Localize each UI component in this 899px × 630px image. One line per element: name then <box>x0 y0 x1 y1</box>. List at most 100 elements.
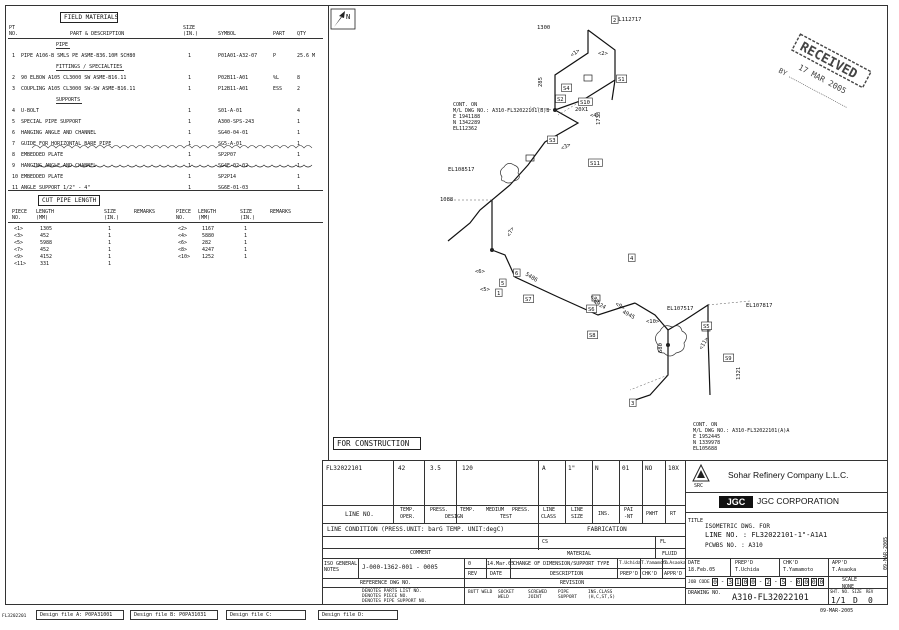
pipe-route <box>447 29 711 401</box>
job-code-cell: - <box>758 578 763 585</box>
cut-length: 5880 <box>202 233 215 239</box>
materials-header-rule <box>8 38 323 39</box>
received-stamp: RECEIVED 17 MAR 2005 BY <box>777 33 873 109</box>
material-description: EMBEDDED PLATE <box>21 152 64 158</box>
tb-rule <box>322 548 685 549</box>
material-size: 1 <box>188 174 192 180</box>
cut-col-length-2: LENGTH (MM) <box>198 209 217 221</box>
cut-pipe-heading-box <box>38 195 100 206</box>
scale-label: SCALE <box>842 577 858 583</box>
tb-h-press2: PRESS. <box>512 507 531 513</box>
cut-length: 4247 <box>202 247 215 253</box>
stamp-by: BY <box>777 67 789 78</box>
tb-h-medium: MEDIUM <box>486 507 505 513</box>
tb-v2: 3.5 <box>430 465 441 472</box>
material-pt-no: 10 <box>12 174 19 180</box>
material-symbol: P01A01-A32-07 <box>218 53 258 59</box>
design-file-tab: Design file C: <box>226 610 306 620</box>
job-code-cell: 0 <box>818 578 825 586</box>
tb-col-rule <box>828 558 829 605</box>
cont-top-line: CONT. ON <box>453 102 478 108</box>
section-underline <box>56 48 70 49</box>
materials-bottom-rule <box>8 190 323 191</box>
north-arrow: N <box>330 8 356 30</box>
drawing-no-label: DRAWING NO. <box>688 590 722 596</box>
tb-col-rule <box>393 460 394 523</box>
cont-bottom-line: M/L DWG NO.: A310-FL32022101(A)A <box>693 428 790 434</box>
tb-notes-ref: J-000-1362-001 - 0005 <box>362 564 438 571</box>
piece-label: <9> <box>614 302 626 313</box>
jgc-corporation: JGC CORPORATION <box>757 496 840 506</box>
title-line-1: ISOMETRIC DWG. FOR <box>705 523 771 530</box>
support-tag: S4 <box>563 86 570 92</box>
chkd-name: T.Yamamoto <box>783 567 814 573</box>
tb-condition: LINE CONDITION (PRESS.UNIT: barG TEMP. U… <box>327 526 505 533</box>
drawing-no: A310-FL32022101 <box>732 593 809 603</box>
support-tag: S10 <box>580 100 590 106</box>
tb-fabrication: FABRICATION <box>587 526 627 533</box>
cut-size: 1 <box>244 233 248 239</box>
tb-top-rule <box>322 460 888 461</box>
job-code-cell: 0 <box>795 578 802 586</box>
material-size: 1 <box>188 152 192 158</box>
material-qty: 1 <box>297 185 301 191</box>
sht-label: SHT. NO. <box>830 589 850 594</box>
col-part-description: PART & DESCRIPTION <box>70 31 125 37</box>
tb-material: MATERIAL <box>567 551 592 557</box>
piece-label: <7> <box>506 226 516 238</box>
tb-comment: COMMENT <box>410 550 432 556</box>
weld-type-label: BUTT WELD <box>468 590 493 595</box>
tb-h-line-size-2: SIZE <box>571 514 584 520</box>
piece-label: <6> <box>475 269 486 275</box>
tb-h-line-class-1: LINE <box>543 507 556 513</box>
rev0-prepd: T.Uchida <box>619 561 641 566</box>
material-part: P <box>273 53 277 59</box>
size-label: SIZE <box>852 589 862 594</box>
support-tag-box <box>629 398 637 407</box>
material-size: 1 <box>188 108 192 114</box>
tb-h-line-size-1: LINE <box>571 507 584 513</box>
tb-h-paint-2: -NT <box>624 514 634 520</box>
design-file-tab: Design file B: P0PA31031 <box>130 610 218 620</box>
cut-size: 1 <box>108 226 112 232</box>
support-tag: 4 <box>630 256 634 262</box>
cut-col-size-2: SIZE (IN.) <box>240 209 256 221</box>
tb-h-press: PRESS. <box>430 507 449 513</box>
support-tag: S9 <box>725 356 732 362</box>
rev0-no: 0 <box>468 561 472 567</box>
material-pt-no: 5 <box>12 119 16 125</box>
section-underline <box>56 70 124 71</box>
cut-size: 1 <box>244 254 248 260</box>
cont-top-line: EL112362 <box>453 126 478 132</box>
material-symbol: SG6E-01-03 <box>218 185 249 191</box>
cut-size: 1 <box>108 240 112 246</box>
legend-entry: DENOTES PIPE SUPPORT NO. <box>362 599 428 604</box>
legend-entry: DENOTES PIECE NO. <box>362 594 409 599</box>
tb-v5: 1" <box>568 465 576 472</box>
cut-header-rule <box>8 222 323 223</box>
tb-h-pwht: PWHT <box>646 511 659 517</box>
date-label: DATE <box>688 560 701 566</box>
job-code-cell: 0 <box>750 578 756 586</box>
dimension-label: 1321 <box>736 367 742 380</box>
material-description: U-BOLT <box>21 108 40 114</box>
drawing-frame <box>5 5 888 605</box>
tb-rule <box>464 568 685 569</box>
support-tag-box <box>561 83 572 92</box>
tb-h-temp: TEMP. <box>400 507 416 513</box>
material-symbol: P02B11-A01 <box>218 75 249 81</box>
support-tag-box <box>547 135 558 144</box>
date-value: 18.Feb.05 <box>688 567 716 573</box>
cut-col-remarks: REMARKS <box>134 209 156 215</box>
rev-col-label: REV <box>866 589 874 594</box>
support-tag: S7 <box>525 297 532 303</box>
materials-section-title: FITTINGS / SPECIALTIES <box>56 64 123 70</box>
material-pt-no: 9 <box>12 163 16 169</box>
job-code-cell: 5 <box>780 578 787 586</box>
design-file-tab: Design file A: P0PA31001 <box>36 610 124 620</box>
tb-col-rule <box>424 460 425 523</box>
material-qty: 1 <box>297 141 301 147</box>
cont-bottom-line: EL105688 <box>693 446 718 452</box>
job-code-cell: 0 <box>810 578 817 586</box>
tb-rule <box>685 558 888 559</box>
